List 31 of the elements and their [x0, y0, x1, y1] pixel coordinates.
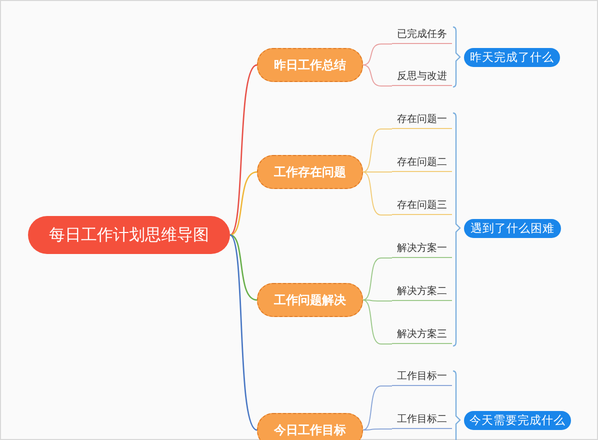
branch-line: [230, 171, 258, 236]
branch-line: [362, 172, 392, 216]
subtopic-label: 存在问题一: [392, 113, 452, 129]
branch-line: [230, 234, 258, 301]
subtopic-label: 解决方案三: [392, 328, 452, 344]
branch-line: [229, 234, 258, 431]
branch-line: [230, 64, 258, 236]
summary-label: 遇到了什么困难: [464, 219, 561, 238]
subtopic-label: 解决方案一: [392, 242, 452, 258]
branch-line: [362, 64, 392, 86]
branch-line: [362, 428, 392, 430]
subtopic-label: 工作目标二: [392, 413, 452, 429]
summary-label: 今天需要完成什么: [464, 411, 571, 430]
branch-line: [362, 128, 392, 172]
branch-line: [362, 386, 392, 430]
branch-line: [362, 300, 392, 344]
branch-topic-box: 工作问题解决: [257, 283, 363, 317]
branch-topic-box: 昨日工作总结: [257, 48, 363, 82]
branch-line: [362, 44, 392, 66]
branch-line: [362, 300, 392, 302]
branch-topic-box: 今日工作目标: [257, 413, 363, 440]
branch-topic-box: 工作存在问题: [257, 155, 363, 189]
summary-label: 昨天完成了什么: [464, 48, 560, 67]
subtopic-label: 存在问题三: [392, 199, 452, 215]
root-topic-box: 每日工作计划思维导图: [28, 216, 230, 254]
subtopic-label: 已完成任务: [392, 28, 452, 44]
branch-line: [362, 258, 392, 300]
subtopic-label: 解决方案二: [392, 285, 452, 301]
subtopic-label: 工作目标一: [392, 370, 452, 386]
subtopic-label: 存在问题二: [392, 156, 452, 172]
subtopic-label: 反思与改进: [392, 70, 452, 86]
